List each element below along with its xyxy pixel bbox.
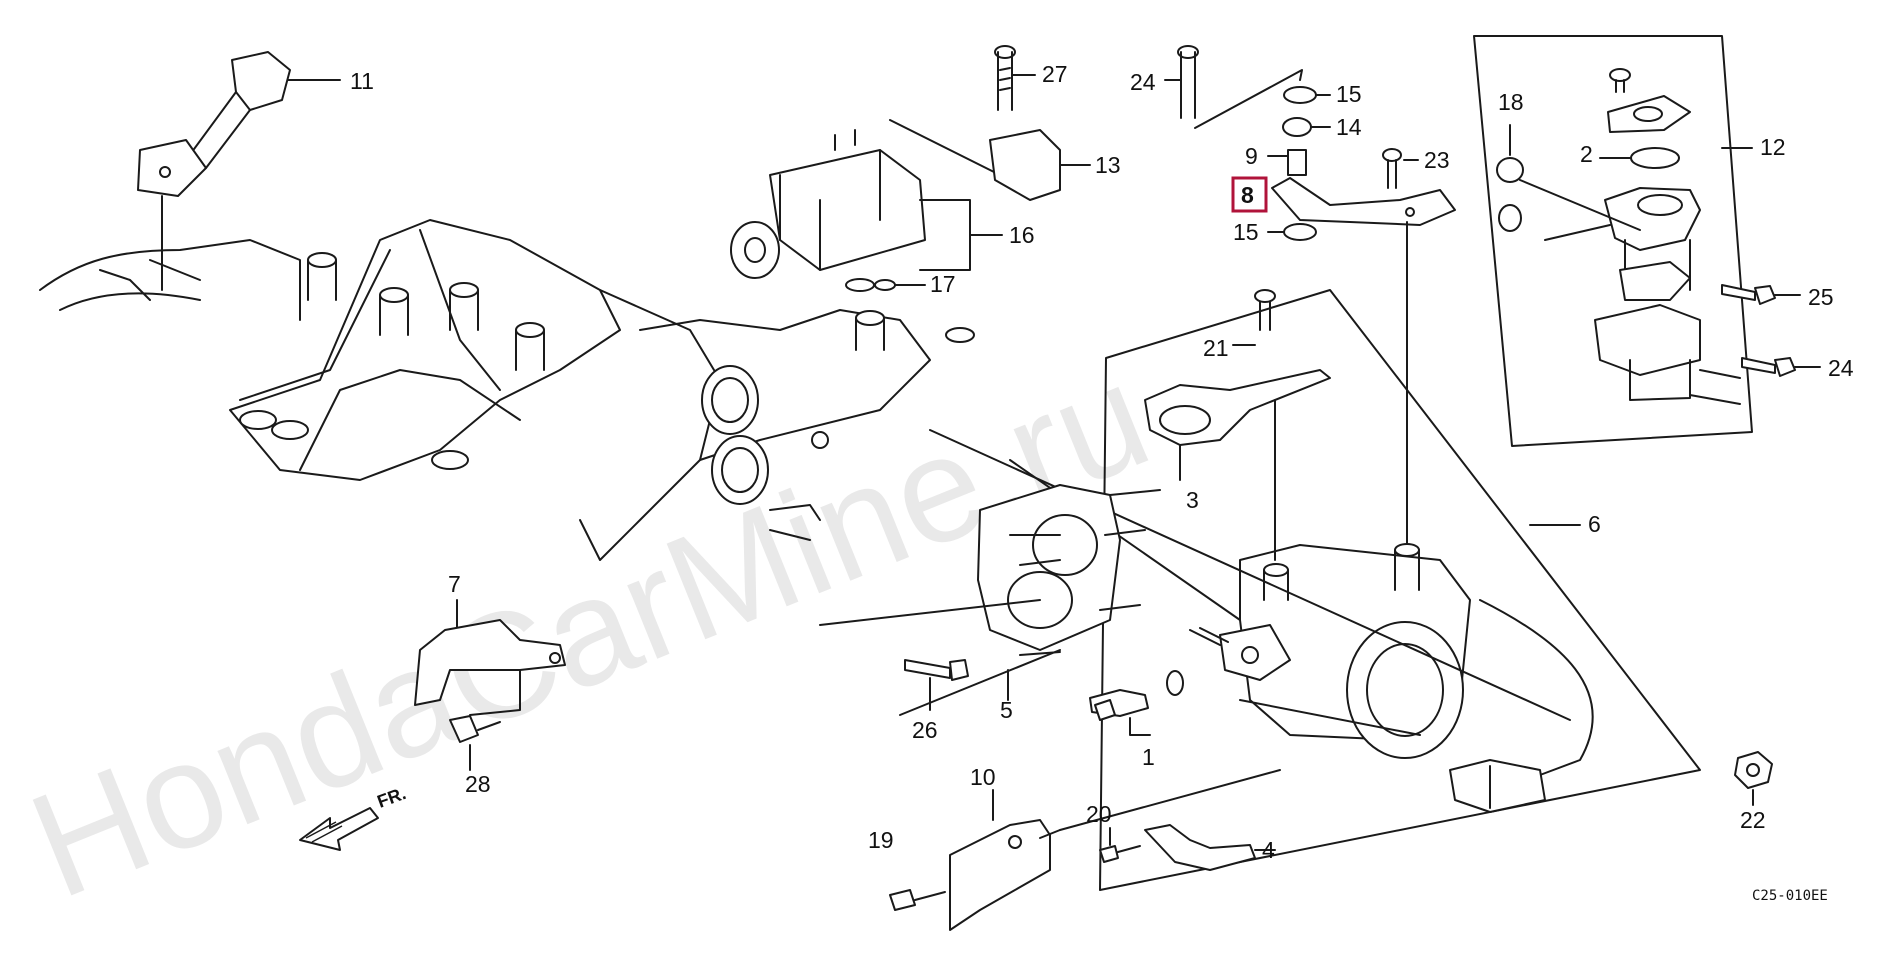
callout-24-right: 24: [1828, 355, 1854, 381]
callout-23: 23: [1424, 147, 1450, 173]
callout-25: 25: [1808, 284, 1834, 310]
part-6-throttle-body-drawing: [929, 289, 1701, 891]
part-27-13-drawing: [989, 45, 1091, 201]
part-26-drawing: [904, 659, 969, 711]
part-10-19-drawing: [889, 769, 1281, 931]
callout-16: 16: [1009, 222, 1035, 248]
callout-22: 22: [1740, 807, 1766, 833]
callout-11: 11: [350, 68, 374, 94]
callout-13: 13: [1095, 152, 1121, 178]
callout-2: 2: [1580, 141, 1593, 167]
callout-14: 14: [1336, 114, 1362, 140]
part-11-drawing: [137, 51, 341, 291]
callout-21: 21: [1203, 335, 1229, 361]
callout-17: 17: [930, 271, 956, 297]
part-5-gasket-drawing: [819, 484, 1161, 716]
callout-28: 28: [465, 771, 491, 797]
callout-19: 19: [868, 827, 894, 853]
callout-26: 26: [912, 717, 938, 743]
callout-27: 27: [1042, 61, 1068, 87]
part-12-group-drawing: [1473, 35, 1821, 447]
part-21-3-drawing: [1144, 289, 1331, 561]
callout-3: 3: [1186, 487, 1199, 513]
callout-12: 12: [1760, 134, 1786, 160]
part-7-28-drawing: [414, 599, 566, 771]
callout-24-top: 24: [1130, 69, 1156, 95]
highlight-box-8: [1231, 176, 1268, 213]
callout-20: 20: [1086, 801, 1112, 827]
callout-7: 7: [448, 571, 461, 597]
callout-9: 9: [1245, 143, 1258, 169]
throttle-lever-group-drawing: [1164, 45, 1456, 546]
callout-6: 6: [1588, 511, 1601, 537]
diagram-code: C25-010EE: [1752, 888, 1828, 904]
callout-10: 10: [970, 764, 996, 790]
intake-manifold-drawing: [39, 219, 975, 561]
callout-5: 5: [1000, 697, 1013, 723]
callout-15-bottom: 15: [1233, 219, 1259, 245]
callout-4: 4: [1262, 837, 1275, 863]
callout-labels: 11 27 13 16 17 24 15 14 9 23 8 15 18 2 1…: [350, 61, 1854, 863]
part-22-drawing: [1734, 751, 1773, 806]
callout-18: 18: [1498, 89, 1524, 115]
callout-8: 8: [1241, 182, 1254, 208]
callout-15-top: 15: [1336, 81, 1362, 107]
callout-1: 1: [1142, 744, 1155, 770]
part-16-drawing: [730, 119, 1011, 292]
part-20-4-drawing: [1099, 824, 1276, 871]
part-1-drawing: [1089, 670, 1184, 736]
